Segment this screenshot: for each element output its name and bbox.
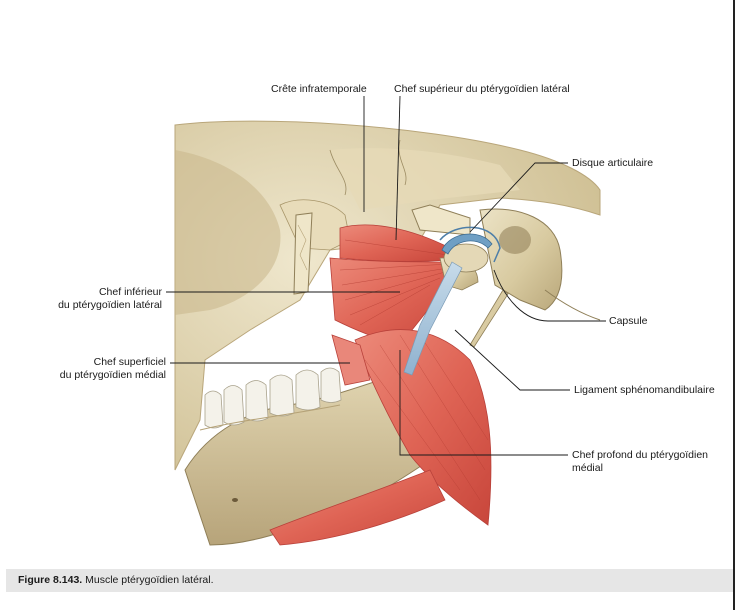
temporal-bone [469,208,601,348]
label-chef-superieur: Chef supérieur du ptérygoïdien latéral [394,83,570,95]
label-chef-profond-line2: médial [572,462,603,474]
label-chef-profond: Chef profond du ptérygoïdien médial [572,449,708,475]
label-chef-superficiel-line2: du ptérygoïdien médial [59,369,166,381]
page-right-border [733,0,735,610]
label-disque-articulaire: Disque articulaire [572,157,654,169]
medial-pterygoid-superficial-head [331,334,371,386]
label-chef-inferieur: Chef inférieur du ptérygoïdien latéral [40,286,162,312]
label-chef-inferieur-line1: Chef inférieur [98,286,162,298]
capsule [439,226,501,263]
articular-disc [441,233,493,255]
figure-number: Figure 8.143. [18,574,83,586]
medial-pterygoid-lower-part [269,469,446,546]
figure-caption-text: Muscle ptérygoïdien latéral. [85,574,214,586]
label-chef-superficiel: Chef superficiel du ptérygoïdien médial [40,356,166,382]
label-crete-infratemporale: Crête infratemporale [271,83,367,95]
sphenomandibular-ligament [403,261,463,376]
zygomatic-arch-cut-back [411,204,471,236]
label-chef-profond-line1: Chef profond du ptérygoïdien [572,449,709,461]
teeth [199,367,342,431]
label-capsule: Capsule [609,315,648,327]
label-chef-inferieur-line2: du ptérygoïdien latéral [58,299,162,311]
figure-caption: Figure 8.143. Muscle ptérygoïdien latéra… [18,573,214,587]
leader-lines [166,95,606,456]
figure-caption-bar: Figure 8.143. Muscle ptérygoïdien latéra… [6,569,733,592]
medial-pterygoid-deep-head [354,329,492,526]
label-ligament-sphenomandibulaire: Ligament sphénomandibulaire [574,384,715,396]
label-chef-superficiel-line1: Chef superficiel [93,356,166,368]
